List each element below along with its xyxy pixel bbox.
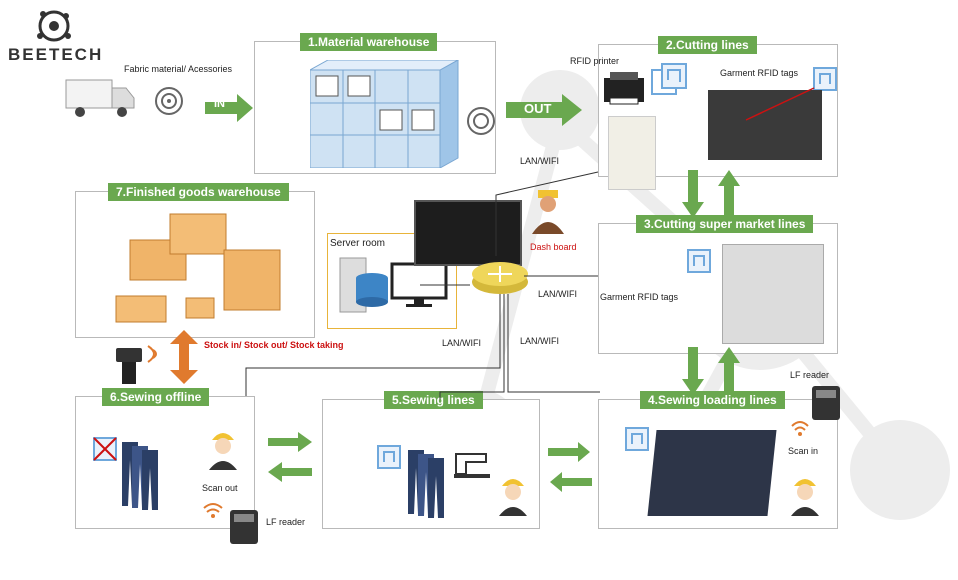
- sewing-offline-title: 6.Sewing offline: [102, 388, 210, 406]
- cutting-supermarket-arrows: [682, 170, 740, 218]
- rfid-printer-label: RFID printer: [570, 56, 620, 66]
- offline-jeans-icon: [122, 442, 158, 510]
- lan-wifi-label-4: LAN/WIFI: [520, 336, 560, 346]
- dashboard-label: Dash board: [530, 242, 577, 252]
- offline-lf-reader-icon: [230, 510, 258, 544]
- sewing-worker-icon: [499, 479, 527, 516]
- in-label: IN: [214, 98, 225, 110]
- garment-rfid-tag-icon: [813, 67, 837, 91]
- sewing-lines-title: 5.Sewing lines: [384, 391, 483, 409]
- supermarket-garment-tags-label: Garment RFID tags: [600, 292, 679, 302]
- removed-tag-icon: [93, 437, 117, 461]
- loading-rfid-tag-icon: [625, 427, 649, 451]
- scan-in-label: Scan in: [788, 446, 819, 456]
- scan-out-label: Scan out: [202, 483, 238, 493]
- supermarket-rfid-tag-icon: [687, 249, 711, 273]
- out-arrow-icon: [506, 94, 582, 126]
- router-icon: [472, 262, 528, 294]
- rfid-printer-icon: [604, 72, 644, 105]
- out-label: OUT: [524, 101, 552, 116]
- handheld-signal-icon: [147, 345, 157, 363]
- fabric-roll-out-icon: [467, 107, 495, 135]
- lan-wifi-label-2: LAN/WIFI: [538, 289, 578, 299]
- manager-icon: [532, 190, 564, 234]
- rfid-tag-icon: [651, 63, 687, 95]
- lan-wifi-label-3: LAN/WIFI: [442, 338, 482, 348]
- fabric-roll-icon: [155, 87, 183, 115]
- stock-double-arrow: [170, 330, 198, 384]
- dashboard-screen: [414, 200, 522, 266]
- pointer-line-icon: [745, 87, 815, 121]
- material-warehouse-title: 1.Material warehouse: [300, 33, 438, 51]
- stock-label: Stock in/ Stock out/ Stock taking: [204, 340, 344, 350]
- loading-signal-icon: [791, 421, 809, 436]
- server-database-icon: [339, 257, 388, 313]
- in-arrow-icon: [205, 94, 253, 122]
- lf-reader-device-icon: [812, 386, 840, 420]
- lan-wifi-label-1: LAN/WIFI: [520, 156, 560, 166]
- sewing-loading-title: 4.Sewing loading lines: [640, 391, 785, 409]
- supermarket-loading-arrows: [682, 347, 740, 395]
- handheld-reader-icon: [116, 348, 142, 384]
- fabric-label: Fabric material/ Acessories: [124, 64, 233, 74]
- loading-lf-reader-label: LF reader: [790, 370, 830, 380]
- truck-icon: [65, 79, 135, 117]
- sewing-machine-icon: [454, 453, 490, 478]
- jeans-stack-icon: [408, 450, 444, 518]
- loading-sewing-arrows: [548, 442, 592, 492]
- offline-signal-icon: [203, 503, 223, 518]
- beetech-logo-icon: [37, 10, 71, 42]
- finished-goods-title: 7.Finished goods warehouse: [108, 183, 289, 201]
- cutting-super-market-title: 3.Cutting super market lines: [636, 215, 814, 233]
- cutting-garment-tags-label: Garment RFID tags: [720, 68, 799, 78]
- supermarket-rack-photo: [722, 244, 824, 344]
- cutting-machine-photo: [608, 116, 656, 190]
- cutting-tags-photo: [708, 90, 822, 160]
- offline-worker-icon: [209, 433, 237, 470]
- sewing-rfid-tag-icon: [377, 445, 401, 469]
- carton-pallets-icon: [115, 213, 281, 323]
- sewing-offline-arrows: [268, 432, 312, 482]
- cutting-lines-title: 2.Cutting lines: [658, 36, 757, 54]
- logo-text: BEETECH: [8, 45, 104, 64]
- offline-lf-reader-label: LF reader: [266, 517, 306, 527]
- server-room-title: Server room: [330, 238, 386, 249]
- warehouse-rack-icon: [310, 60, 460, 168]
- worker-icon: [791, 479, 819, 516]
